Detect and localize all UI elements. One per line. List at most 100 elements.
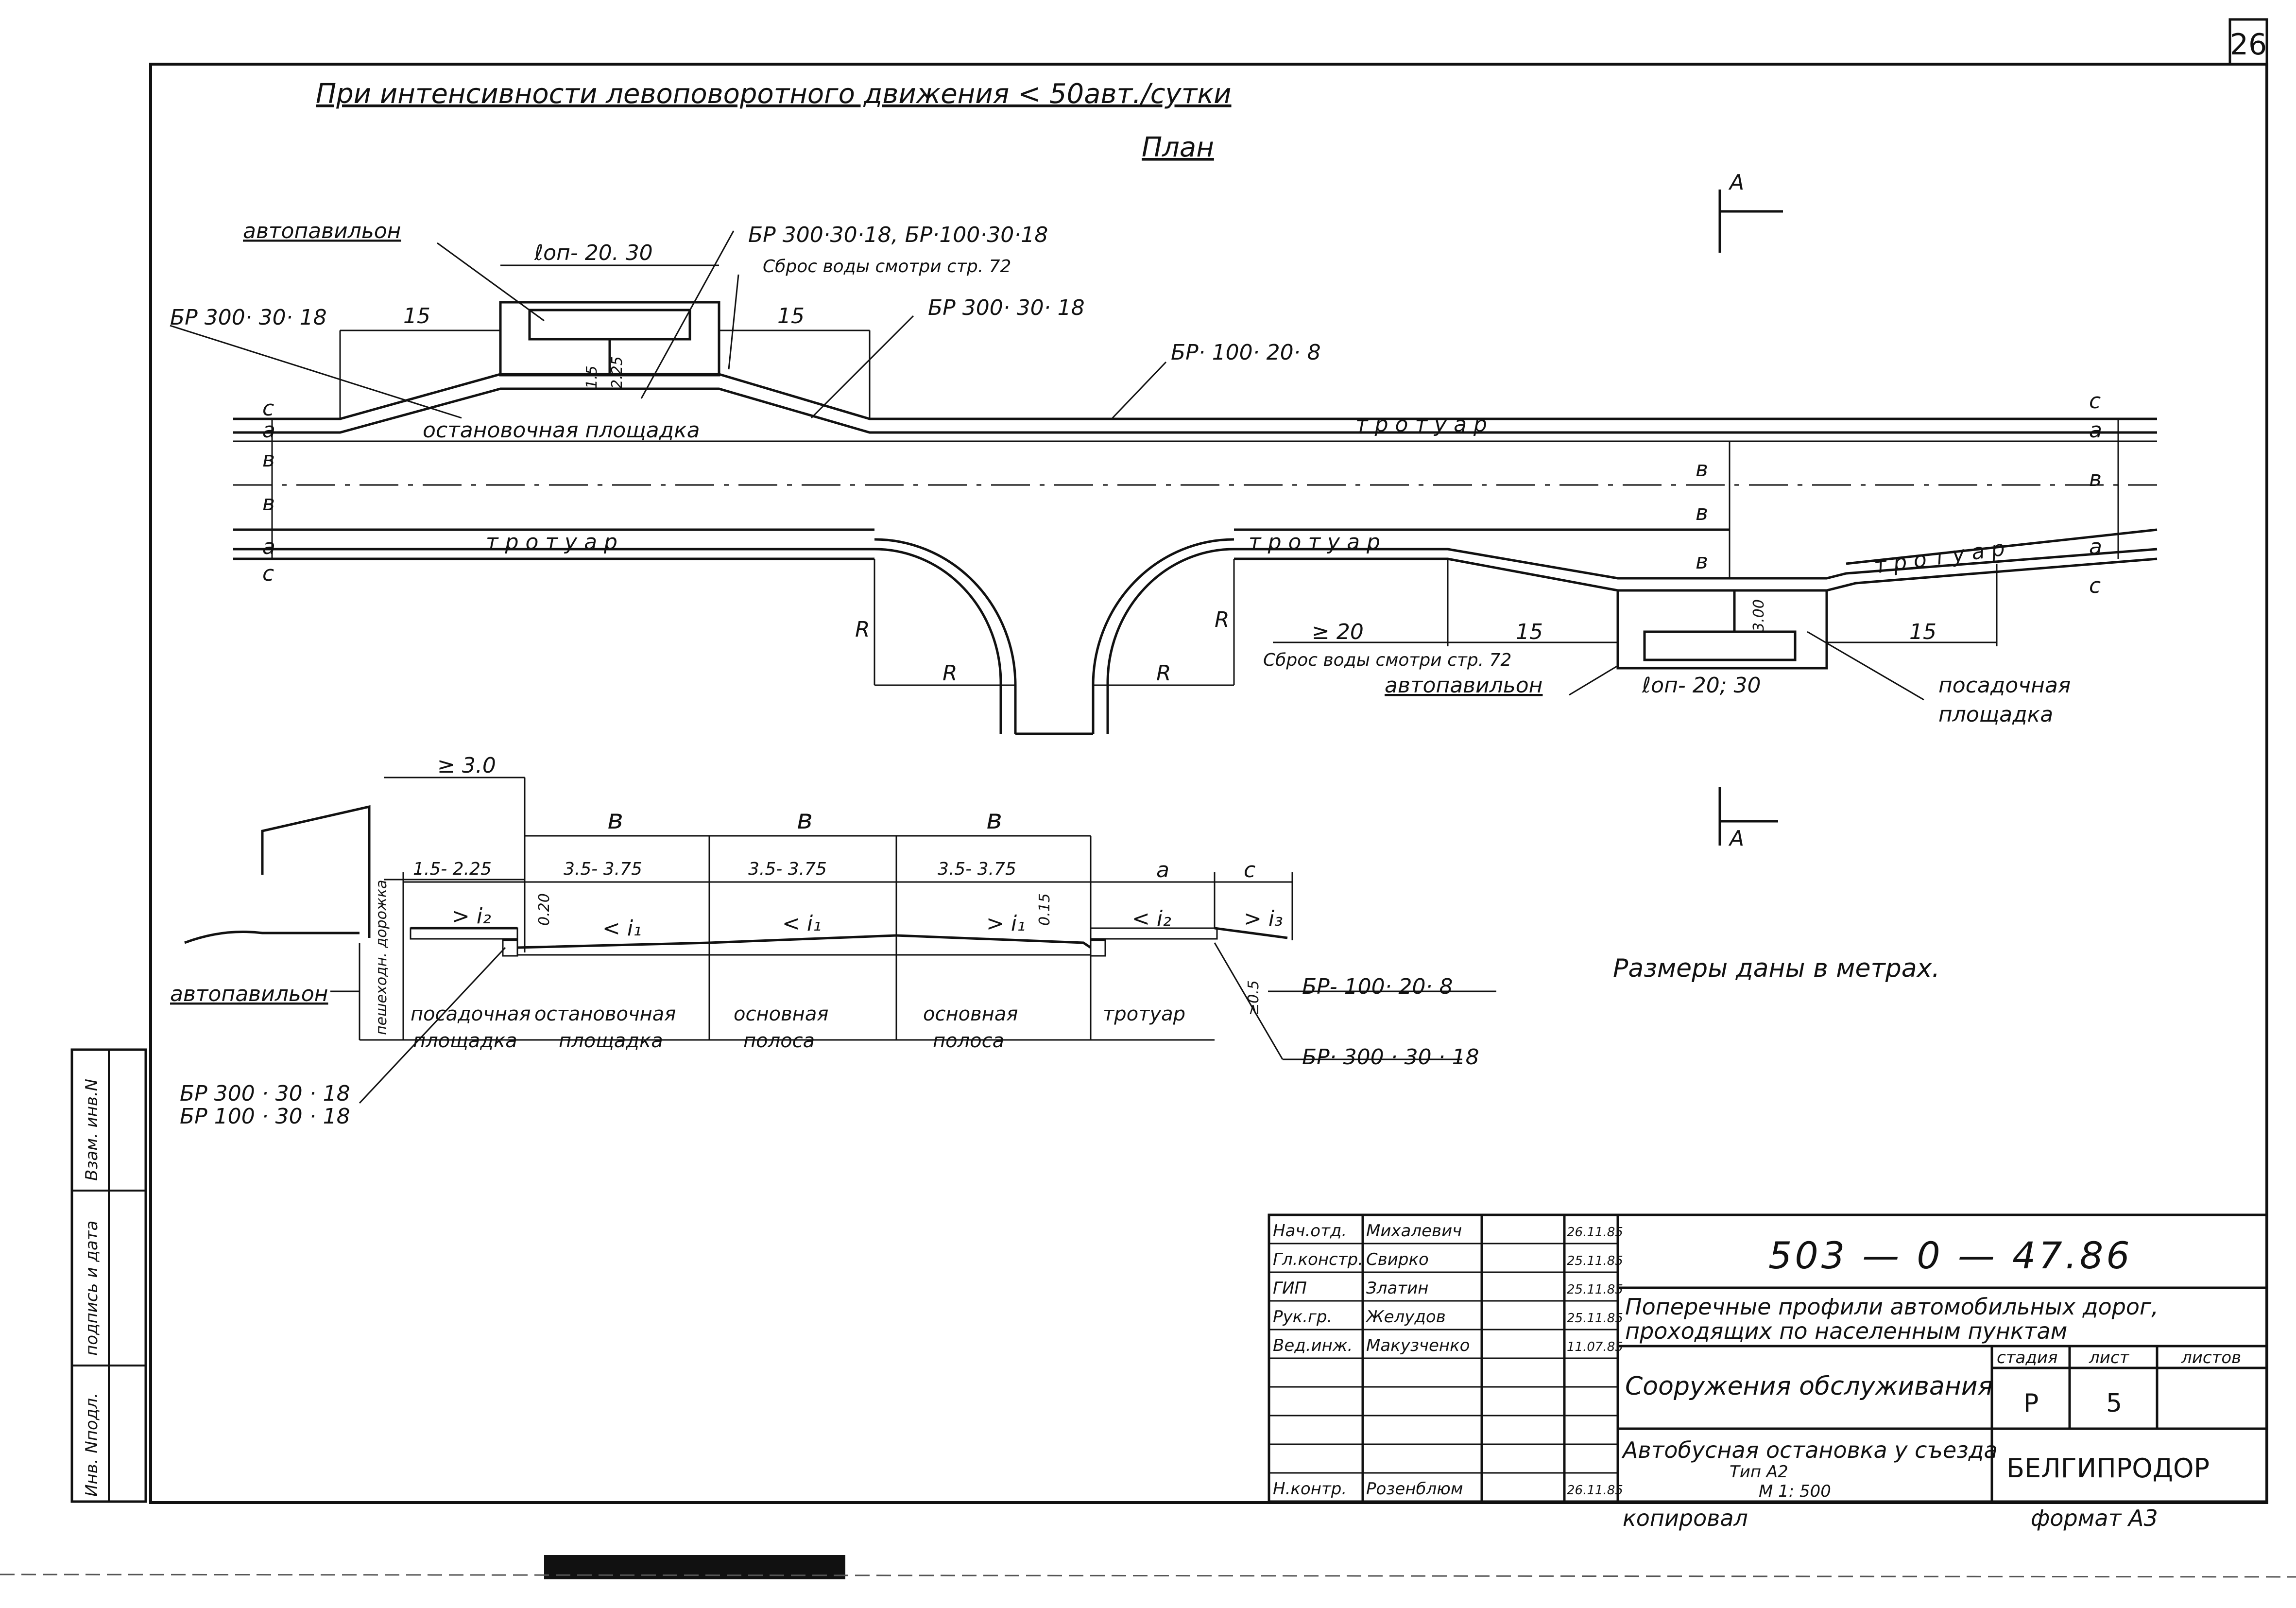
cross-section xyxy=(184,777,1496,1104)
radius-left: R xyxy=(942,661,958,686)
edge-b-mid2: в xyxy=(1696,501,1708,525)
section-mark-top: A xyxy=(1728,170,1744,195)
dim-b-1: в xyxy=(607,804,623,835)
label-br-pair: БР 300·30·18, БР·100·30·18 xyxy=(748,223,1048,247)
margin-stamp: Инв. Nподл. подпись и дата Взам. инв.N xyxy=(70,1048,147,1503)
tb-role: Н.контр. xyxy=(1273,1479,1347,1499)
title-block-rows xyxy=(1269,1243,1618,1474)
width-lane-1: 3.5- 3.75 xyxy=(564,859,642,879)
label-lane-2a: основная xyxy=(923,1003,1018,1025)
plan-view xyxy=(170,190,2158,846)
dim-15-mid: 15 xyxy=(777,304,805,329)
tb-name: Златин xyxy=(1366,1279,1429,1298)
edge-c-tr: c xyxy=(2089,389,2101,414)
tb-date: 11.07.85 xyxy=(1567,1340,1623,1354)
drawing-name-3: М 1: 500 xyxy=(1759,1482,1831,1501)
label-boarding-1: посадочная xyxy=(1938,673,2071,698)
label-stop-area: остановочная площадка xyxy=(423,418,700,443)
dim-a: a xyxy=(1156,858,1169,882)
dim-15-right: 15 xyxy=(1909,620,1936,644)
tb-role: ГИП xyxy=(1273,1279,1307,1298)
dim-c: c xyxy=(1244,858,1255,882)
label-stop-1: остановочная xyxy=(534,1003,676,1025)
dim-2-25: 2.25 xyxy=(609,356,626,389)
width-lane-3: 3.5- 3.75 xyxy=(938,859,1016,879)
label-br-300-left: БР 300· 30· 18 xyxy=(170,305,327,330)
width-lane-2: 3.5- 3.75 xyxy=(748,859,827,879)
dim-15-left: 15 xyxy=(403,304,430,329)
drawing-title: При интенсивности левоповоротного движен… xyxy=(316,78,1232,110)
dim-b-2: в xyxy=(797,804,813,835)
tb-date: 26.11.85 xyxy=(1567,1483,1623,1498)
paper-format: формат А3 xyxy=(2031,1505,2158,1531)
height-05: ≥0.5 xyxy=(1245,980,1262,1016)
tb-role: Рук.гр. xyxy=(1273,1307,1332,1327)
label-sidewalk-top: т р о т у а р xyxy=(1355,412,1487,437)
tb-name: Розенблюм xyxy=(1366,1479,1463,1499)
height-015: 0.15 xyxy=(1036,893,1053,926)
dim-ge-20: ≥ 20 xyxy=(1312,620,1364,644)
drawing-frame xyxy=(149,63,2268,1504)
label-drain-bottom: Сброс воды смотри стр. 72 xyxy=(1263,650,1511,670)
tb-role: Нач.отд. xyxy=(1273,1221,1347,1241)
doc-code: 503 — 0 — 47.86 xyxy=(1768,1234,2133,1277)
slope-i3: > i₃ xyxy=(1244,906,1283,931)
drawing-name-2: Тип А2 xyxy=(1730,1462,1788,1482)
edge-c-bl: c xyxy=(262,561,274,586)
label-boarding-2: площадка xyxy=(413,1030,517,1052)
label-pavilion-bottom: автопавильон xyxy=(1385,673,1542,698)
edge-b-mid3: в xyxy=(1696,549,1708,574)
dim-ge-3-0: ≥ 3.0 xyxy=(437,753,496,778)
label-sidewalk-bottom-left: т р о т у а р xyxy=(486,530,617,554)
dim-15-bottom: 15 xyxy=(1516,620,1543,644)
label-stop-2: площадка xyxy=(559,1030,663,1052)
slope-i2-left: > i₂ xyxy=(452,904,491,929)
stamp-inv: Инв. Nподл. xyxy=(82,1393,102,1497)
edge-a-tr: a xyxy=(2089,418,2102,443)
dim-1-5: 1.5 xyxy=(583,365,600,389)
sheet-number-box xyxy=(2228,18,2268,66)
label-lop-bottom: ℓоп- 20; 30 xyxy=(1642,673,1761,698)
label-br-left-1: БР 300 · 30 · 18 xyxy=(180,1081,350,1106)
radius-right-vertical: R xyxy=(1215,607,1230,632)
edge-b-tr: в xyxy=(2089,467,2102,491)
label-br-300-30-18: БР· 300 · 30 · 18 xyxy=(1302,1045,1479,1070)
stamp-sign: подпись и дата xyxy=(82,1221,102,1356)
dim-3-00: 3.00 xyxy=(1750,599,1767,632)
label-ped-path: пешеходн. дорожка xyxy=(373,880,390,1035)
label-pavilion-top: автопавильон xyxy=(243,219,401,243)
label-br-300-right: БР 300· 30· 18 xyxy=(928,295,1085,320)
subject-2: проходящих по населенным пунктам xyxy=(1625,1318,2067,1344)
edge-a-br: a xyxy=(2089,535,2102,559)
label-boarding-1: посадочная xyxy=(411,1003,531,1025)
slope-i2-right: < i₂ xyxy=(1132,906,1171,931)
tb-name: Макузченко xyxy=(1366,1336,1470,1355)
subject-1: Поперечные профили автомобильных дорог, xyxy=(1625,1294,2159,1320)
radius-right: R xyxy=(1156,661,1171,686)
edge-b2-tl: в xyxy=(262,491,275,516)
width-boarding: 1.5- 2.25 xyxy=(413,859,492,879)
label-lane-1a: основная xyxy=(734,1003,828,1025)
label-sidewalk: тротуар xyxy=(1103,1003,1185,1025)
label-boarding-2: площадка xyxy=(1938,702,2053,727)
drawing-name-1: Автобусная остановка у съезда xyxy=(1621,1437,1998,1463)
slope-i1-c: > i₁ xyxy=(986,911,1026,936)
edge-a-bl: a xyxy=(262,535,275,559)
label-br-100-20-8: БР· 100· 20· 8 xyxy=(1171,340,1321,365)
dim-b-3: в xyxy=(986,804,1002,835)
slope-i1-a: < i₁ xyxy=(602,916,642,941)
label-br-100-20-8: БР- 100· 20· 8 xyxy=(1302,974,1453,999)
edge-b-mid1: в xyxy=(1696,457,1708,482)
slope-i1-b: < i₁ xyxy=(782,911,822,936)
height-020: 0.20 xyxy=(536,893,553,926)
sheets-label: листов xyxy=(2181,1348,2241,1367)
section-name: Сооружения обслуживания xyxy=(1625,1372,1993,1401)
tb-date: 26.11.85 xyxy=(1567,1225,1623,1240)
copied-by: копировал xyxy=(1623,1505,1748,1531)
tb-role: Гл.констр. xyxy=(1273,1250,1363,1269)
label-drain-top: Сброс воды смотри стр. 72 xyxy=(763,257,1011,277)
stage-value: Р xyxy=(2023,1389,2039,1418)
edge-c-tl: c xyxy=(262,396,274,421)
label-br-left-2: БР 100 · 30 · 18 xyxy=(180,1104,350,1129)
